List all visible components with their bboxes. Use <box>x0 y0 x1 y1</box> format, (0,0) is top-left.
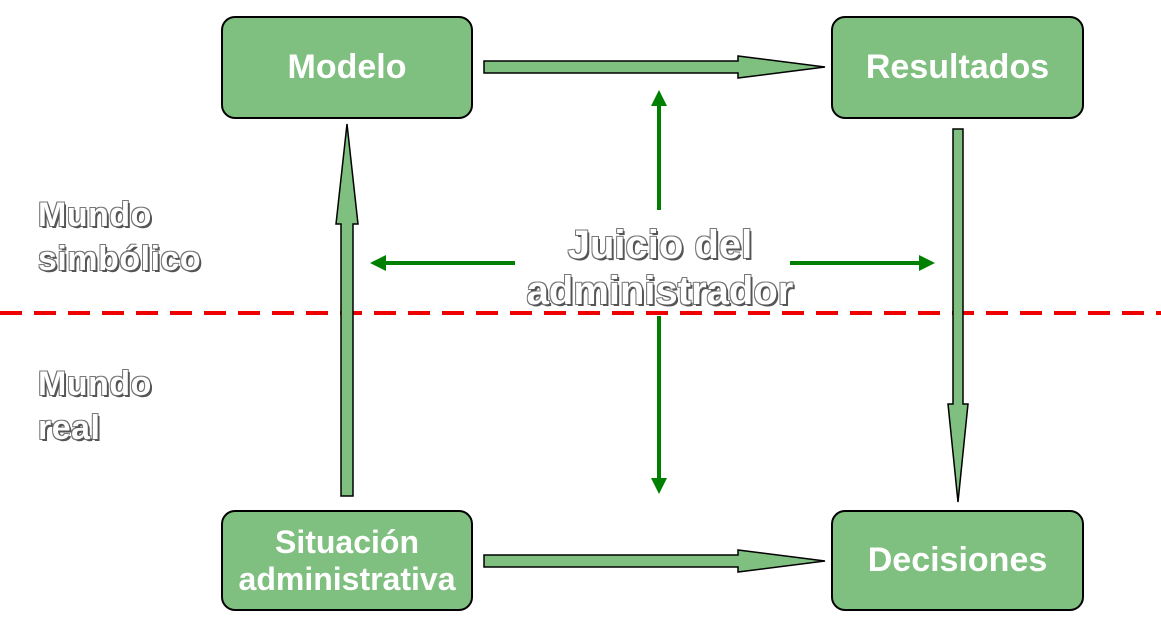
box-resultados: Resultados <box>831 16 1084 119</box>
box-decisiones: Decisiones <box>831 510 1084 611</box>
region-real-line1: Mundo <box>38 365 152 403</box>
center-label-line1: Juicio del <box>567 223 753 267</box>
region-real-line2: real <box>38 409 101 448</box>
arrow-situacion-to-modelo <box>335 123 359 497</box>
box-situacion-label-line1: Situación <box>274 523 419 560</box>
region-symbolic-line1: Mundo <box>38 196 152 234</box>
region-symbolic-line2: simbólico <box>38 240 202 279</box>
box-modelo-label: Modelo <box>287 47 407 86</box>
region-label-real: Mundo real <box>38 362 152 450</box>
arrow-modelo-to-resultados <box>483 55 826 79</box>
center-label-line2: administrador <box>526 269 794 313</box>
center-judgment-label: Juicio del administrador <box>505 222 815 314</box>
box-modelo: Modelo <box>221 16 473 119</box>
box-resultados-label: Resultados <box>865 47 1050 86</box>
region-label-symbolic: Mundo simbólico <box>38 193 201 281</box>
arrow-situacion-to-decisiones <box>483 549 826 573</box>
arrow-resultados-to-decisiones <box>947 128 969 503</box>
box-decisiones-label: Decisiones <box>867 540 1048 579</box>
box-situacion-administrativa: Situación administrativa <box>221 510 473 611</box>
box-situacion-label-line2: administrativa <box>238 560 456 597</box>
